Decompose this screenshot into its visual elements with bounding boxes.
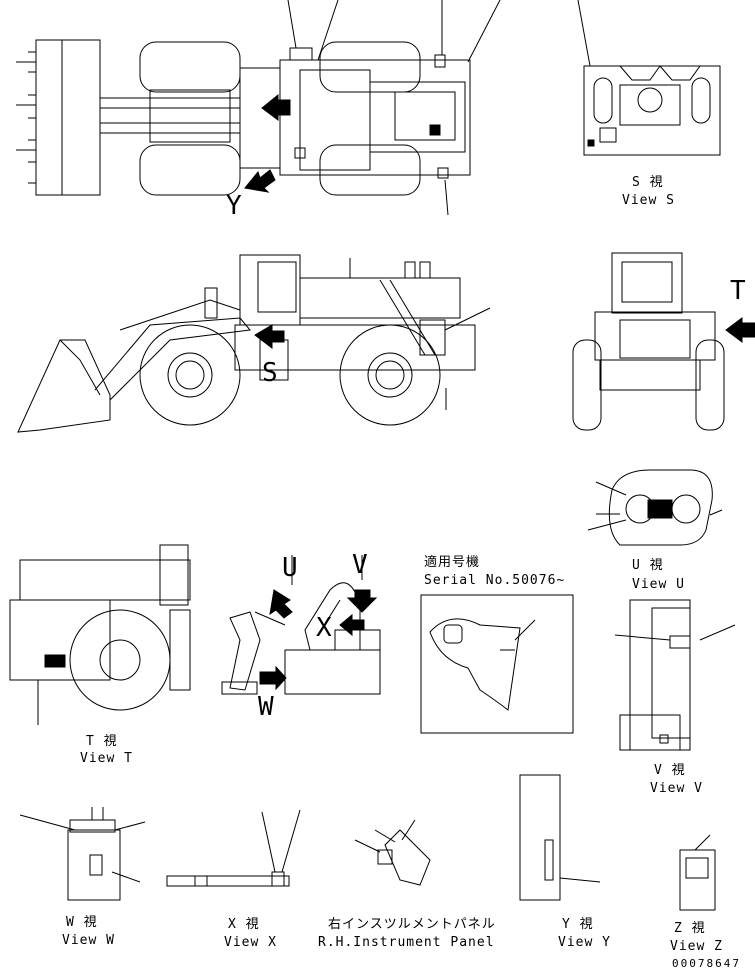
view-s-caption-en: View S <box>622 193 675 208</box>
view-t-caption-en: View T <box>80 751 133 766</box>
view-u-drawing <box>587 469 723 546</box>
view-x-drawing <box>166 809 301 887</box>
rh-instrument-panel-drawing <box>354 819 431 886</box>
drawing-number: 00078647 <box>672 957 741 970</box>
side-view-loader <box>17 254 491 433</box>
view-v-drawing <box>614 599 736 751</box>
view-z-caption-en: View Z <box>670 939 723 954</box>
letter-x: X <box>316 613 333 643</box>
view-t-drawing <box>9 544 191 725</box>
view-z-drawing <box>679 834 716 911</box>
view-u-caption-en: View U <box>632 577 685 592</box>
letter-s: S <box>262 358 279 388</box>
serial-caption-en: Serial No.50076~ <box>424 573 566 588</box>
view-w-caption-jp: W 視 <box>66 915 98 930</box>
serial-caption-jp: 適用号機 <box>424 555 481 570</box>
cab-detail-drawing <box>221 555 381 695</box>
view-t-caption-jp: T 視 <box>86 734 118 749</box>
view-w-caption-en: View W <box>62 933 115 948</box>
view-u-caption-jp: U 視 <box>632 558 664 573</box>
top-view-loader <box>16 0 501 216</box>
view-w-drawing <box>19 807 146 901</box>
letter-v: V <box>352 550 369 580</box>
view-z-caption-jp: Z 視 <box>674 921 706 936</box>
view-y-caption-jp: Y 視 <box>562 917 594 932</box>
letter-w: W <box>258 692 275 722</box>
view-y-drawing <box>519 774 601 901</box>
rh-panel-caption-jp: 右インスツルメントパネル <box>328 917 496 932</box>
view-v-caption-jp: V 視 <box>654 763 686 778</box>
view-s-drawing <box>577 0 721 156</box>
view-s-caption-jp: S 視 <box>632 175 664 190</box>
view-y-caption-en: View Y <box>558 935 611 950</box>
rh-panel-caption-en: R.H.Instrument Panel <box>318 935 495 950</box>
view-v-caption-en: View V <box>650 781 703 796</box>
serial-panel-drawing <box>420 594 574 734</box>
letter-y: Y <box>226 191 243 221</box>
front-view-loader <box>572 252 755 431</box>
letter-t: T <box>730 276 747 306</box>
letter-u: U <box>282 553 299 583</box>
view-x-caption-jp: X 視 <box>228 917 260 932</box>
view-x-caption-en: View X <box>224 935 277 950</box>
